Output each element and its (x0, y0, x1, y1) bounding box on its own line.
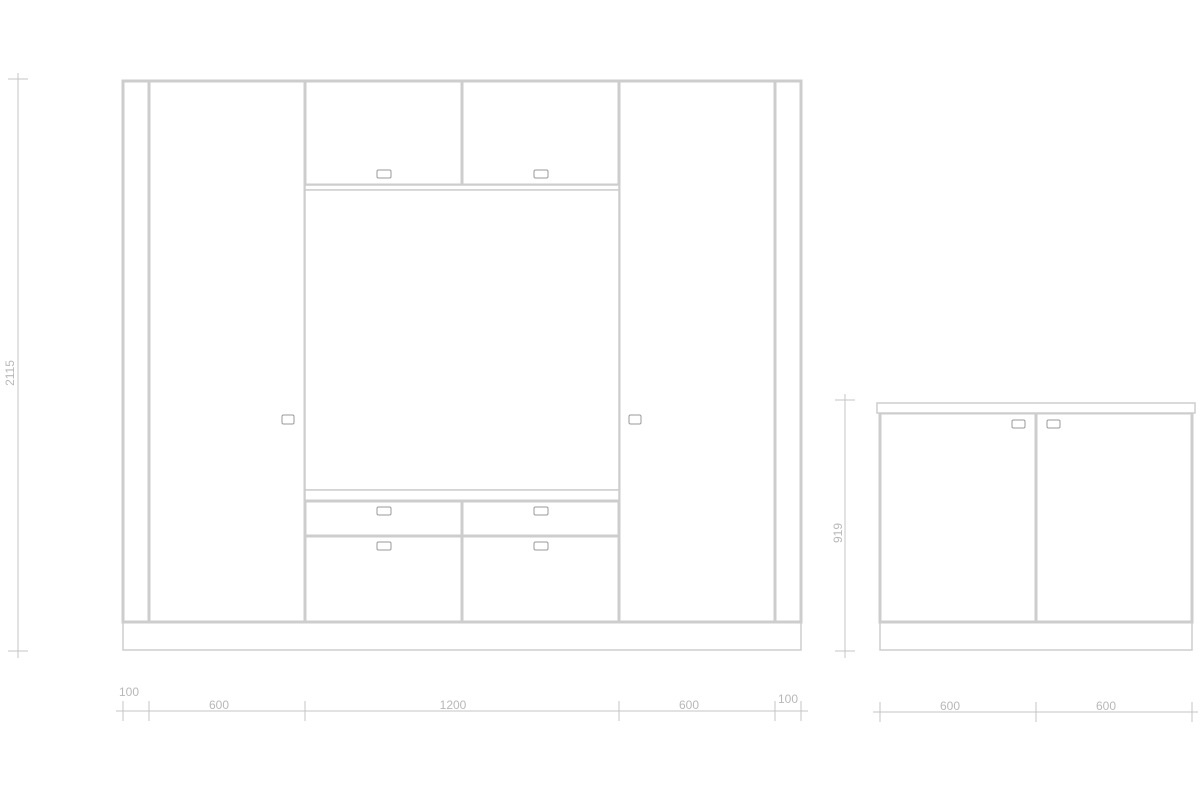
base-left-width-label: 600 (940, 699, 960, 713)
base-cabinet-height-dimension: 919 (831, 394, 855, 658)
lower-shelf (304, 489, 620, 502)
open-niche (304, 189, 620, 491)
base-cabinet-countertop (876, 402, 1196, 414)
center-width-label: 1200 (440, 698, 467, 712)
base-right-door (1034, 411, 1194, 624)
wall-unit-height-label: 2115 (3, 360, 17, 386)
handle-icon (281, 414, 295, 425)
base-cabinet (876, 402, 1196, 651)
right-end-width-label: 100 (778, 692, 798, 706)
left-end-panel (121, 79, 151, 624)
base-cabinet-width-dimension: 600 600 (873, 699, 1198, 722)
wall-unit-width-dimension: 100 600 1200 600 100 (116, 685, 808, 721)
base-right-width-label: 600 (1096, 699, 1116, 713)
base-left-door (878, 411, 1038, 624)
handle-icon (533, 506, 549, 516)
upper-left-door (303, 79, 464, 187)
handle-icon (376, 541, 392, 551)
left-tall-width-label: 600 (209, 698, 229, 712)
handle-icon (1046, 419, 1061, 429)
base-cabinet-height-label: 919 (831, 523, 845, 543)
right-end-panel (773, 79, 803, 624)
left-end-width-label: 100 (119, 685, 139, 699)
wall-unit (121, 79, 803, 651)
upper-right-door (460, 79, 621, 187)
drawer-right (460, 499, 621, 538)
left-tall-door (147, 79, 307, 624)
handle-icon (533, 169, 549, 179)
handle-icon (533, 541, 549, 551)
base-cabinet-plinth (879, 621, 1193, 651)
right-tall-door (617, 79, 777, 624)
handle-icon (376, 506, 392, 516)
right-tall-width-label: 600 (679, 698, 699, 712)
wall-unit-plinth (122, 621, 802, 651)
handle-icon (376, 169, 392, 179)
handle-icon (628, 414, 642, 425)
wall-unit-height-dimension: 2115 (3, 73, 28, 658)
handle-icon (1011, 419, 1026, 429)
drawer-left (303, 499, 464, 538)
